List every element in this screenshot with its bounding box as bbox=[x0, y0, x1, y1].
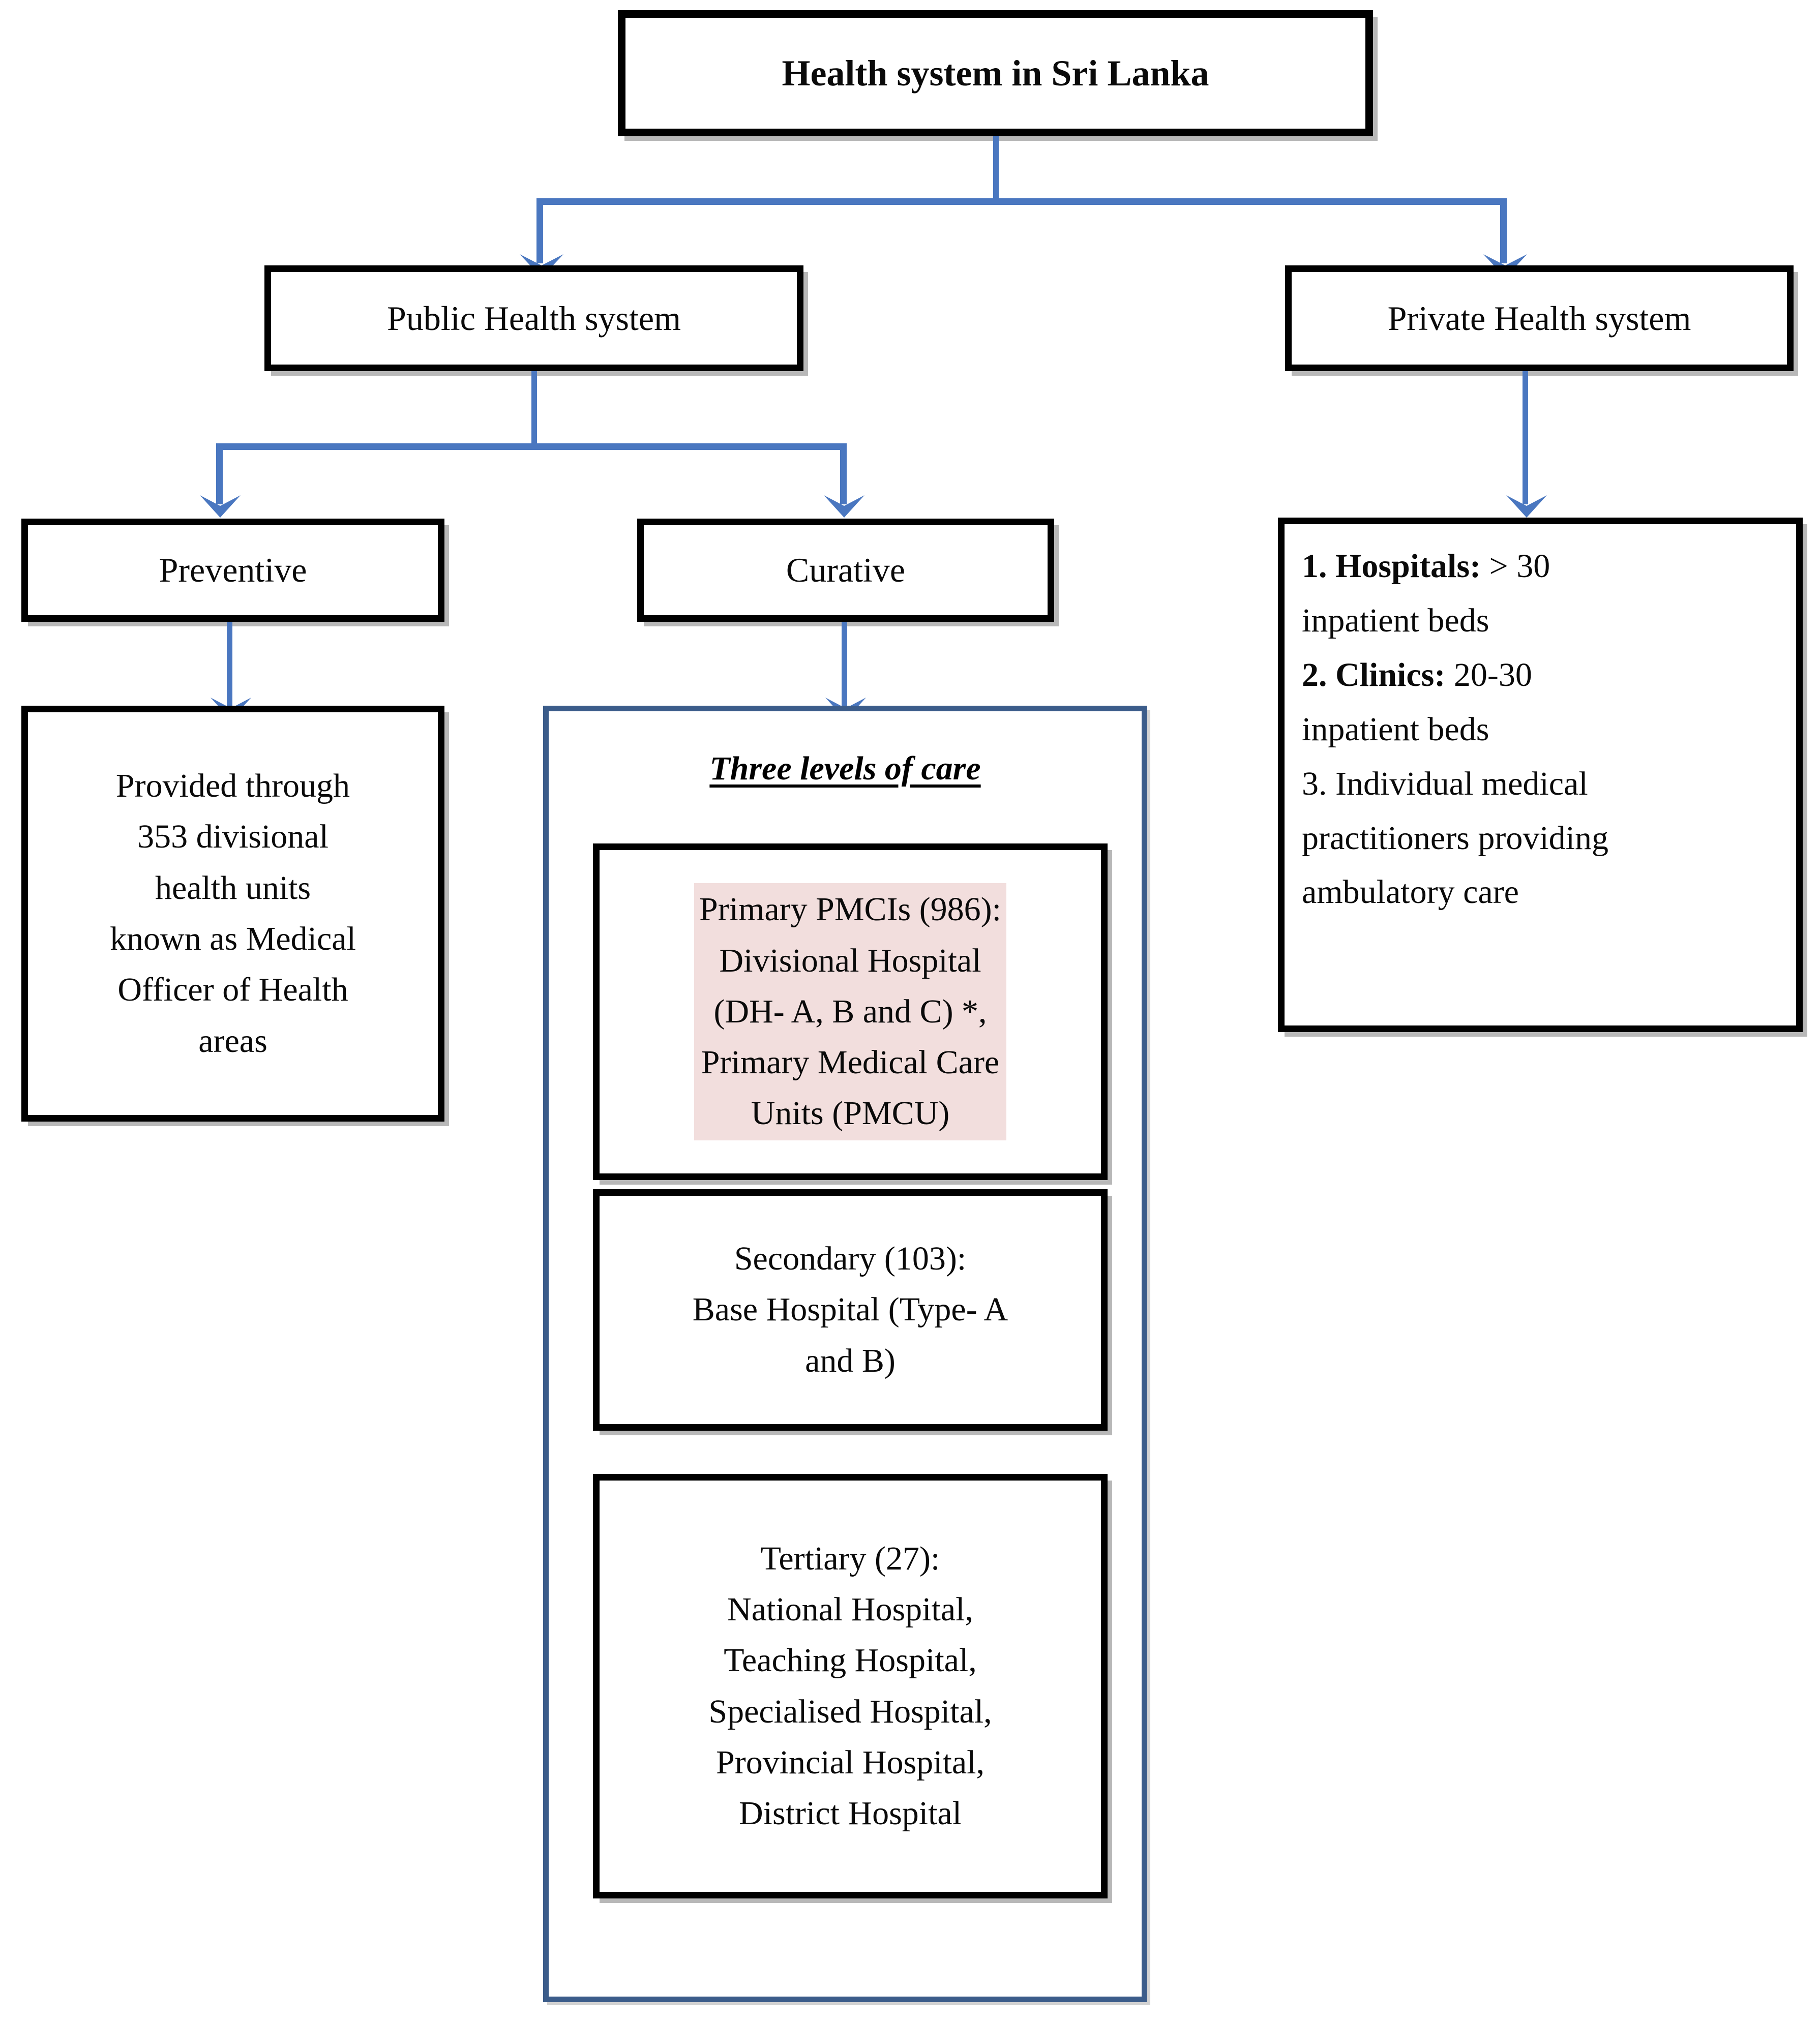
connector-public-left-drop bbox=[216, 443, 223, 504]
node-label-secondary: Secondary (103): Base Hospital (Type- A … bbox=[600, 1233, 1101, 1386]
primary-line-2: Divisional Hospital bbox=[719, 942, 981, 979]
private-line-1-rest: > 30 bbox=[1481, 548, 1550, 585]
node-label-tertiary: Tertiary (27): National Hospital, Teachi… bbox=[600, 1533, 1101, 1839]
node-level-secondary: Secondary (103): Base Hospital (Type- A … bbox=[593, 1189, 1108, 1431]
node-level-tertiary: Tertiary (27): National Hospital, Teachi… bbox=[593, 1474, 1108, 1898]
private-line-1: 1. Hospitals: > 30 bbox=[1302, 539, 1783, 594]
connector-public-right-drop bbox=[840, 443, 847, 504]
tertiary-line-6: District Hospital bbox=[738, 1795, 962, 1832]
primary-line-1: Primary PMCIs (986): bbox=[699, 891, 1001, 928]
private-line-2: inpatient beds bbox=[1302, 601, 1489, 639]
tertiary-line-2: National Hospital, bbox=[727, 1590, 973, 1628]
node-health-system-root: Health system in Sri Lanka bbox=[618, 10, 1373, 136]
primary-line-5: Units (PMCU) bbox=[751, 1095, 950, 1132]
node-label-root: Health system in Sri Lanka bbox=[782, 52, 1209, 94]
primary-highlight: Primary PMCIs (986): Divisional Hospital… bbox=[694, 883, 1006, 1140]
connector-root-stem bbox=[993, 136, 999, 201]
private-line-1-term: 1. Hospitals: bbox=[1302, 548, 1481, 585]
node-private-detail: 1. Hospitals: > 30 inpatient beds 2. Cli… bbox=[1278, 518, 1803, 1032]
private-line-7: ambulatory care bbox=[1302, 873, 1519, 911]
private-line-4: inpatient beds bbox=[1302, 710, 1489, 748]
container-three-levels-of-care: Three levels of care Primary PMCIs (986)… bbox=[543, 706, 1147, 2002]
secondary-line-3: and B) bbox=[805, 1342, 896, 1379]
node-label-curative: Curative bbox=[786, 551, 906, 590]
private-detail-text: 1. Hospitals: > 30 inpatient beds 2. Cli… bbox=[1285, 524, 1796, 920]
connector-root-bar bbox=[536, 198, 1507, 205]
connector-private-stem bbox=[1523, 371, 1528, 504]
node-level-primary: Primary PMCIs (986): Divisional Hospital… bbox=[593, 843, 1108, 1180]
tertiary-line-1: Tertiary (27): bbox=[760, 1540, 940, 1577]
preventive-line-6: areas bbox=[198, 1022, 267, 1060]
secondary-line-1: Secondary (103): bbox=[734, 1240, 967, 1278]
preventive-line-4: known as Medical bbox=[110, 920, 356, 957]
tertiary-line-4: Specialised Hospital, bbox=[708, 1693, 992, 1730]
node-private-health-system: Private Health system bbox=[1285, 265, 1794, 371]
primary-line-4: Primary Medical Care bbox=[701, 1044, 1000, 1081]
node-label-preventive: Preventive bbox=[159, 551, 307, 590]
node-public-health-system: Public Health system bbox=[264, 265, 803, 371]
connector-public-stem bbox=[531, 371, 537, 447]
primary-line-3: (DH- A, B and C) *, bbox=[713, 992, 987, 1030]
node-label-primary: Primary PMCIs (986): Divisional Hospital… bbox=[600, 883, 1101, 1140]
tertiary-line-5: Provincial Hospital, bbox=[716, 1743, 984, 1781]
private-line-6: practitioners providing bbox=[1302, 819, 1609, 857]
connector-curative-stem bbox=[842, 622, 847, 706]
private-line-3-rest: 20-30 bbox=[1445, 656, 1532, 693]
node-label-private: Private Health system bbox=[1387, 298, 1691, 338]
connector-root-right-drop bbox=[1500, 198, 1507, 263]
node-curative: Curative bbox=[637, 519, 1054, 622]
connector-preventive-stem bbox=[227, 622, 232, 706]
heading-three-levels-of-care: Three levels of care bbox=[709, 750, 981, 787]
node-preventive-detail: Provided through 353 divisional health u… bbox=[21, 706, 444, 1122]
tertiary-line-3: Teaching Hospital, bbox=[724, 1642, 977, 1679]
connector-public-bar bbox=[216, 443, 847, 450]
node-label-public: Public Health system bbox=[387, 298, 681, 338]
preventive-line-1: Provided through bbox=[115, 767, 350, 805]
preventive-line-3: health units bbox=[155, 869, 311, 907]
secondary-line-2: Base Hospital (Type- A bbox=[692, 1291, 1008, 1329]
connector-root-left-drop bbox=[536, 198, 543, 263]
private-line-3: 2. Clinics: 20-30 bbox=[1302, 648, 1783, 703]
private-line-5: 3. Individual medical bbox=[1302, 765, 1588, 802]
node-preventive: Preventive bbox=[21, 519, 444, 622]
preventive-line-2: 353 divisional bbox=[137, 818, 329, 856]
node-label-preventive-detail: Provided through 353 divisional health u… bbox=[28, 761, 438, 1067]
preventive-line-5: Officer of Health bbox=[117, 971, 348, 1009]
private-line-3-term: 2. Clinics: bbox=[1302, 656, 1446, 693]
